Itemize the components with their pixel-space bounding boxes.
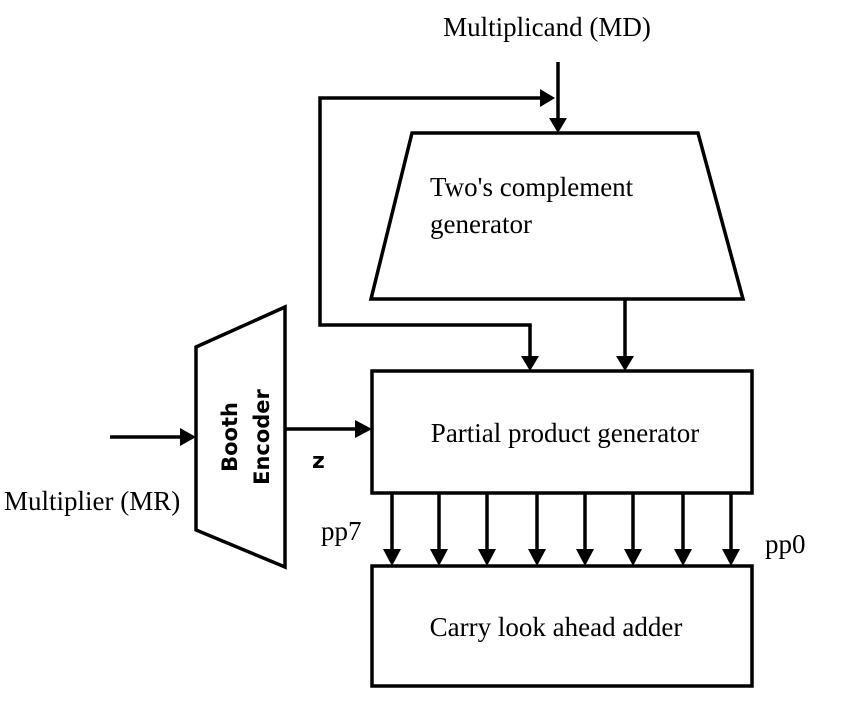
pp-arrowhead [430, 549, 448, 566]
pp0-label: pp0 [765, 529, 806, 559]
encoder-label: Encoder [250, 388, 274, 484]
pp-arrowhead [624, 549, 642, 566]
multiplier-label: Multiplier (MR) [4, 486, 180, 516]
multiplicand-label: Multiplicand (MD) [443, 12, 651, 42]
pp-arrowhead [674, 549, 692, 566]
booth-label: Booth [218, 402, 242, 472]
pp-arrowhead [383, 549, 401, 566]
partial-product-buses [383, 493, 740, 566]
booth-encoder [194, 304, 287, 570]
twos-complement-label-2: generator [430, 209, 532, 239]
partial-product-label: Partial product generator [431, 418, 699, 448]
multiplier-arrowhead [180, 428, 196, 446]
carry-look-ahead-adder [370, 564, 754, 688]
pp-arrowhead [576, 549, 594, 566]
pp-arrowhead [478, 549, 496, 566]
pp-arrowhead [528, 549, 546, 566]
encoder-to-ppg-arrowhead [355, 420, 372, 438]
feedback-arrowhead-top [540, 89, 555, 107]
multiplicand-arrowhead [549, 118, 567, 133]
feedback-down-arrowhead [521, 356, 539, 371]
pp-arrowhead [722, 549, 740, 566]
twos-to-ppg-arrowhead [616, 356, 634, 371]
twos-complement-label-1: Two's complement [430, 172, 634, 202]
pp7-label: pp7 [321, 516, 362, 546]
partial-product-generator [370, 369, 754, 495]
cla-label: Carry look ahead adder [430, 612, 683, 642]
twos-complement-generator [368, 131, 746, 301]
z-label: z [312, 449, 325, 474]
